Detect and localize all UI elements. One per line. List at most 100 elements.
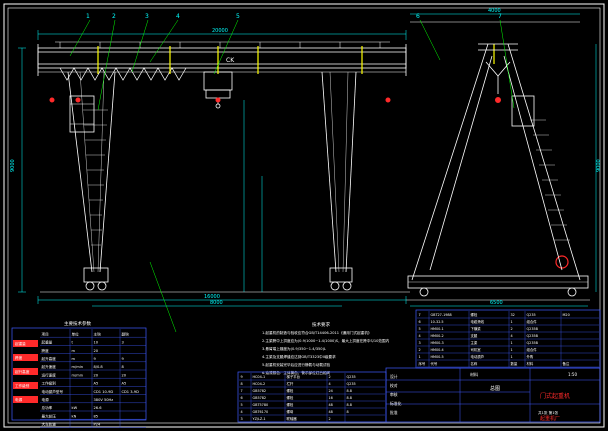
callout-4: 4	[176, 13, 180, 20]
param-table-cell: 主钩	[94, 331, 102, 336]
mid-table-cell: Q235	[347, 375, 356, 379]
param-table-cell: 20	[94, 349, 99, 353]
note-line-6: 6.油漆颜色：主体黄色，警示部位红白相间	[262, 370, 331, 375]
mid-table-cell: 3	[241, 417, 243, 421]
title-block: 总图 材料 1:50 门式起重机 共1张 第1张 起重机厂 设计校对审核标准化批…	[385, 367, 601, 423]
bom-table-cell: 主梁	[471, 340, 478, 345]
bom-table-cell: 备注	[563, 361, 570, 366]
bom-table-cell: Q235	[527, 313, 536, 317]
mid-table-cell: 24	[329, 389, 333, 393]
front-view	[37, 41, 410, 293]
red-markers	[49, 97, 569, 269]
bom-table-cell: 材料	[527, 361, 534, 366]
bom-table-cell: 名称	[471, 361, 478, 366]
dimensions	[18, 13, 597, 307]
param-side-label-box	[13, 368, 38, 375]
mid-table-cell: 螺栓	[287, 402, 294, 407]
mid-table-cell: 栏杆	[287, 381, 294, 386]
mid-table-cell: GB5782	[253, 396, 267, 400]
title-block-scale: 1:50	[568, 372, 577, 377]
mid-table-cell: 7	[241, 389, 243, 393]
param-table-cell: 10	[94, 341, 99, 345]
param-table-cell: 起升速度	[42, 364, 57, 369]
mid-table-cell: GBT6170	[253, 410, 269, 414]
param-side-label: 起重量	[15, 341, 26, 346]
title-block-company: 起重机厂	[540, 415, 560, 422]
param-table-cell: 电源	[42, 397, 50, 402]
mid-table-cell: HC04-2	[253, 382, 266, 386]
param-table-cell: 380V 50Hz	[94, 398, 114, 402]
param-table-cell: 8	[122, 365, 125, 369]
note-line-3: 3.悬臂端上翘度为(0.9/350~1.4/350)L	[262, 346, 326, 351]
side-view	[406, 21, 590, 301]
mid-table-cell: GBT5780	[253, 403, 269, 407]
mid-table-cell: 梯子平台	[287, 374, 301, 379]
callout-7: 7	[498, 13, 502, 20]
param-table-cell: 运行速度	[42, 372, 57, 377]
mid-table-cell: 48	[329, 403, 333, 407]
param-side-label: 跨度	[15, 355, 23, 360]
callout-5: 5	[236, 13, 240, 20]
mid-table-cell: 8	[241, 382, 243, 386]
bom-table-cell: 7	[419, 313, 421, 317]
mid-table-cell: 4	[329, 382, 331, 386]
accent-marks	[97, 44, 495, 74]
callout-2: 2	[112, 13, 116, 20]
title-block-role: 审核	[390, 392, 398, 397]
param-table-cell: 20	[94, 373, 99, 377]
callout-1: 1	[86, 13, 90, 20]
note-line-1: 1.起重机的制造与验收应符合GB/T14406-2011《通用门式起重机》	[262, 330, 371, 335]
param-table-cell: CD1 10-9D	[94, 390, 114, 394]
param-table-cell: 26.6	[94, 406, 103, 410]
mid-table-cell: 4	[241, 410, 243, 414]
param-table-cell: m	[72, 357, 76, 361]
param-table-cell: 电动葫芦型号	[42, 389, 64, 394]
param-table-title: 主要技术参数	[64, 320, 91, 327]
dim-span: 20000	[212, 28, 228, 34]
param-table-cell: kW	[72, 406, 78, 410]
bom-table-cell: Q235B	[527, 341, 539, 345]
mid-table-cell: 2	[329, 375, 331, 379]
bom-table-cell: 2	[511, 327, 513, 331]
title-block-drawing-name: 总图	[490, 385, 500, 392]
bom-table-cell: HM00-5	[431, 355, 444, 359]
mid-table-cell: 8.8	[347, 396, 352, 400]
leader-lines	[69, 19, 515, 333]
param-table-cell: A5	[122, 382, 127, 386]
param-table-cell: 项目	[42, 331, 49, 336]
technical-notes: 技术要求 1.起重机的制造与验收应符合GB/T14406-2011《通用门式起重…	[262, 321, 390, 375]
right-leg	[321, 71, 357, 291]
bom-table-cell: GBT27-1988	[431, 313, 452, 317]
param-table-cell: 9	[94, 357, 97, 361]
operator-cabin	[69, 95, 95, 133]
bom-table-cell: Q235B	[527, 334, 539, 338]
dim-base-left: 16000	[204, 294, 220, 300]
bom-table-cell: Q235B	[527, 327, 539, 331]
bom-table-cell: 5	[419, 327, 421, 331]
bom-table-cell: HM00-1	[431, 327, 444, 331]
bom-table-cell: HM00-2	[431, 334, 444, 338]
param-table-cell: m/min	[72, 373, 84, 377]
bom-table-cell: 10-32.5	[431, 320, 444, 324]
param-table-cell: 大车轨道	[42, 422, 57, 427]
bom-table-cell: 组合件	[527, 347, 538, 352]
bom-table-cell: 1	[511, 355, 513, 359]
left-leg	[67, 71, 116, 291]
mid-table-cell: 5	[241, 403, 243, 407]
crab-label: CK	[226, 57, 235, 64]
title-block-material: 材料	[470, 371, 478, 377]
bom-table-cell: 4	[419, 334, 421, 338]
bom-table-cell: 数量	[511, 361, 518, 366]
param-table-cell: 跨度	[42, 348, 50, 353]
bom-table-cell: 支腿	[471, 333, 478, 338]
callout-6: 6	[416, 13, 420, 20]
param-side-label: 电源	[15, 397, 23, 402]
dim-gauge: 8000	[210, 300, 223, 306]
truss-zigzag	[59, 67, 187, 81]
param-table-cell: 副钩	[122, 331, 130, 336]
bom-table-cell: 司机室	[471, 347, 482, 352]
note-line-4: 4.主梁及支腿焊缝应达到GB/T3323中II级要求	[262, 354, 336, 359]
